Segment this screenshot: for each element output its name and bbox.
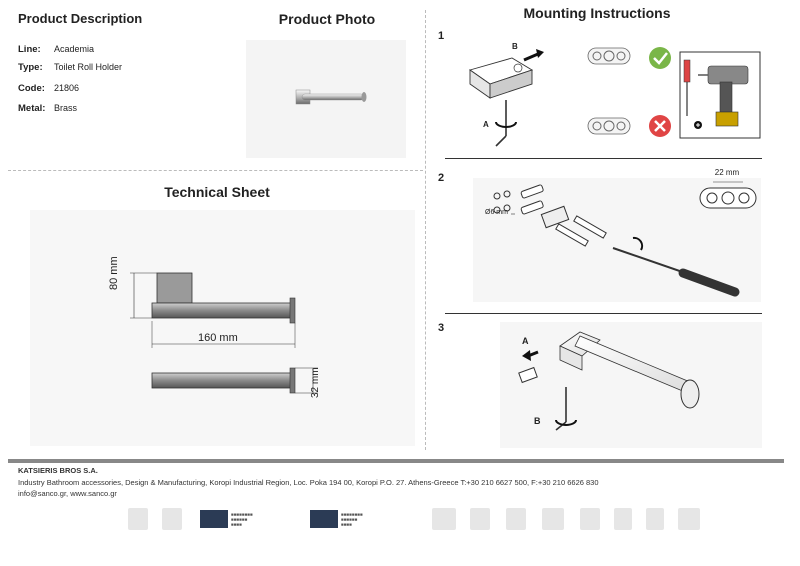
dim-drill-label: Ø6 mm xyxy=(485,209,508,216)
iso-9001-text: ■■■■■■■■■■■■■■■■■■ xyxy=(231,512,253,527)
step-number-2: 2 xyxy=(438,172,445,184)
step-number-1: 1 xyxy=(438,30,445,42)
cert-logo-6 xyxy=(470,508,490,530)
cert-logo-10 xyxy=(614,508,632,530)
step-divider-2 xyxy=(445,313,762,314)
step-divider-1 xyxy=(445,158,762,159)
vertical-divider xyxy=(425,10,426,450)
spec-code: Code:21806 xyxy=(18,83,80,94)
step1-label-b: B xyxy=(512,42,518,51)
spec-line: Line:Academia xyxy=(18,44,95,55)
dim-diameter-label: 32 mm xyxy=(310,367,321,398)
technical-sheet-title: Technical Sheet xyxy=(164,184,270,200)
cert-logo-1 xyxy=(128,508,148,530)
company-name: KATSIERIS BROS S.A. xyxy=(18,466,98,475)
mounting-instructions-title: Mounting Instructions xyxy=(523,5,671,21)
iso-14001-logo xyxy=(310,510,338,528)
product-description-title: Product Description xyxy=(18,11,143,26)
iso-9001-logo xyxy=(200,510,228,528)
product-photo-title: Product Photo xyxy=(278,11,376,27)
technical-drawing xyxy=(30,210,415,446)
dim-height-label: 80 mm xyxy=(108,256,120,290)
dim-spacing-label: 22 mm xyxy=(714,168,740,177)
cert-logo-9 xyxy=(580,508,600,530)
cert-logo-12 xyxy=(678,508,700,530)
cert-logo-8 xyxy=(542,508,564,530)
step3-label-a: A xyxy=(522,336,529,346)
dim-length-label: 160 mm xyxy=(198,332,238,344)
left-horizontal-divider xyxy=(8,170,423,171)
footer-bar xyxy=(8,459,784,463)
iso-14001-text: ■■■■■■■■■■■■■■■■■■ xyxy=(341,512,363,527)
cert-logo-2 xyxy=(162,508,182,530)
company-contact: info@sanco.gr, www.sanco.gr xyxy=(18,489,117,498)
company-address: Industry Bathroom accessories, Design & … xyxy=(18,478,599,487)
step-3-illustration xyxy=(500,322,762,448)
step-1-illustration xyxy=(468,47,761,147)
spacing-plate xyxy=(699,181,757,209)
spec-type: Type:Toilet Roll Holder xyxy=(18,62,123,73)
step-number-3: 3 xyxy=(438,322,445,334)
product-photo xyxy=(246,40,406,158)
spec-metal: Metal:Brass xyxy=(18,103,78,114)
cert-logo-5 xyxy=(432,508,456,530)
cert-logo-11 xyxy=(646,508,664,530)
step1-label-a: A xyxy=(483,120,489,129)
step3-label-b: B xyxy=(534,416,541,426)
cert-logo-7 xyxy=(506,508,526,530)
